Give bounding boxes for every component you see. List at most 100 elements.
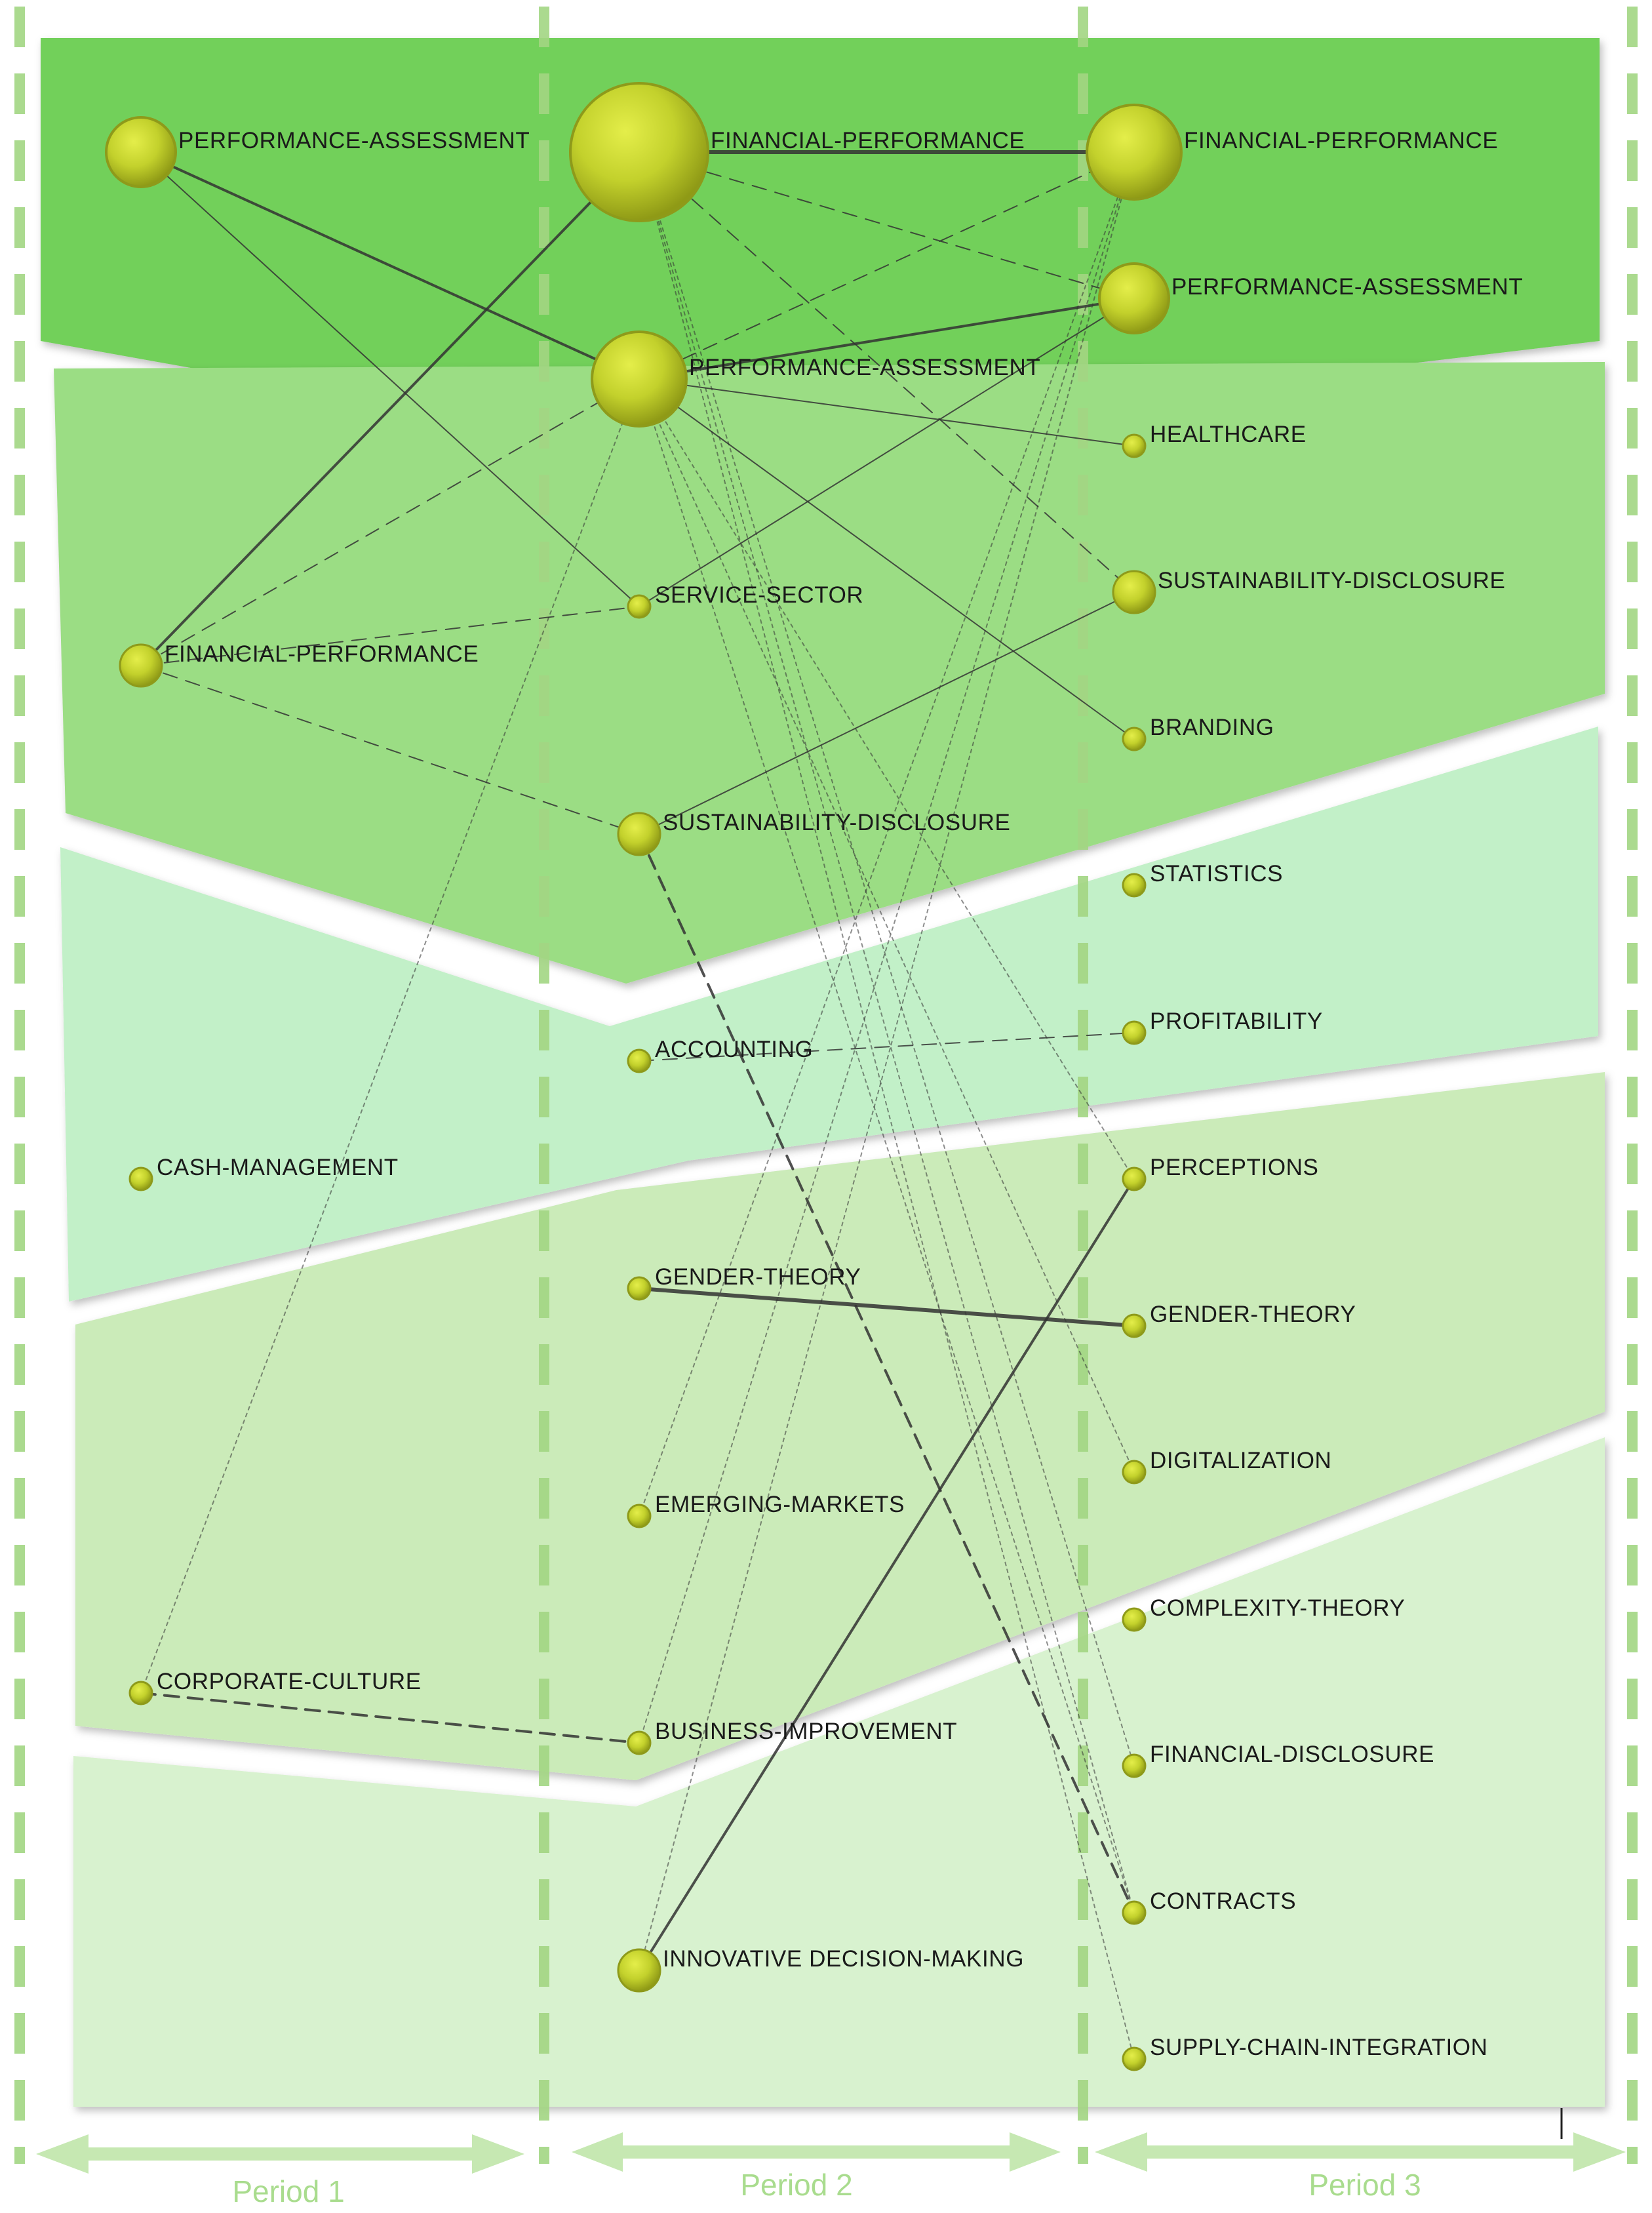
- node-p2-performance-assessment[interactable]: PERFORMANCE-ASSESSMENT: [591, 330, 1040, 428]
- edge-p1-performance-assessment-to-p2-performance-assessment: [140, 151, 640, 380]
- edge-p2-financial-performance-to-p3-performance-assessment: [639, 151, 1135, 299]
- node-bubble-p3-gender-theory[interactable]: [1122, 1313, 1147, 1338]
- node-bubble-p2-service-sector[interactable]: [627, 594, 652, 619]
- node-bubble-p3-performance-assessment[interactable]: [1098, 262, 1170, 334]
- node-p3-supply-chain-integration[interactable]: SUPPLY-CHAIN-INTEGRATION: [1122, 2035, 1488, 2071]
- period-1-label: Period 1: [232, 2174, 344, 2208]
- node-p3-branding[interactable]: BRANDING: [1122, 715, 1274, 751]
- edge-p1-financial-performance-to-p2-service-sector: [140, 606, 640, 666]
- node-p2-sustainability-disclosure[interactable]: SUSTAINABILITY-DISCLOSURE: [617, 810, 1010, 856]
- edge-p1-corporate-culture-to-p2-performance-assessment: [140, 378, 640, 1694]
- node-p1-performance-assessment[interactable]: PERFORMANCE-ASSESSMENT: [105, 116, 530, 188]
- node-label-p3-financial-disclosure: FINANCIAL-DISCLOSURE: [1150, 1742, 1434, 1767]
- node-p3-digitalization[interactable]: DIGITALIZATION: [1122, 1448, 1331, 1485]
- node-bubble-p2-innovative-decision-making[interactable]: [617, 1948, 661, 1993]
- node-label-p3-gender-theory: GENDER-THEORY: [1150, 1302, 1356, 1327]
- node-layer: PERFORMANCE-ASSESSMENT FINANCIAL-PERFORMA…: [105, 82, 1523, 2071]
- node-p2-business-improvement[interactable]: BUSINESS-IMPROVEMENT: [627, 1719, 957, 1755]
- node-bubble-p1-performance-assessment[interactable]: [105, 116, 177, 188]
- node-bubble-p3-branding[interactable]: [1122, 727, 1147, 751]
- node-bubble-p3-financial-disclosure[interactable]: [1122, 1753, 1147, 1778]
- node-bubble-p3-sustainability-disclosure[interactable]: [1112, 570, 1156, 614]
- node-label-p1-performance-assessment: PERFORMANCE-ASSESSMENT: [178, 128, 530, 153]
- node-label-p3-contracts: CONTRACTS: [1150, 1888, 1296, 1914]
- edge-p2-performance-assessment-to-p3-contracts: [639, 378, 1135, 1913]
- node-p2-service-sector[interactable]: SERVICE-SECTOR: [627, 582, 863, 619]
- node-p3-contracts[interactable]: CONTRACTS: [1122, 1888, 1296, 1925]
- node-p1-corporate-culture[interactable]: CORPORATE-CULTURE: [128, 1669, 422, 1705]
- node-label-p3-profitability: PROFITABILITY: [1150, 1008, 1323, 1034]
- node-p3-perceptions[interactable]: PERCEPTIONS: [1122, 1155, 1318, 1191]
- node-bubble-p3-complexity-theory[interactable]: [1122, 1607, 1147, 1632]
- node-p2-financial-performance[interactable]: FINANCIAL-PERFORMANCE: [569, 82, 1025, 222]
- node-bubble-p1-financial-performance[interactable]: [119, 643, 163, 688]
- node-bubble-p2-accounting[interactable]: [627, 1048, 652, 1073]
- node-p3-statistics[interactable]: STATISTICS: [1122, 861, 1283, 898]
- node-bubble-p3-financial-performance[interactable]: [1086, 104, 1183, 201]
- period-2-arrow: Period 2: [572, 2132, 1061, 2202]
- node-bubble-p2-financial-performance[interactable]: [569, 82, 709, 222]
- node-bubble-p2-gender-theory[interactable]: [627, 1276, 652, 1301]
- edge-p2-financial-performance-to-p3-contracts: [639, 151, 1135, 1913]
- node-bubble-p3-supply-chain-integration[interactable]: [1122, 2046, 1147, 2071]
- period-dividers: [14, 7, 1638, 2164]
- edge-p1-financial-performance-to-p2-performance-assessment: [140, 378, 640, 666]
- node-p3-gender-theory[interactable]: GENDER-THEORY: [1122, 1302, 1356, 1338]
- cluster-band-4: [75, 1072, 1605, 1780]
- period-axis: Period 1 Period 2 Period 3: [36, 2108, 1626, 2208]
- node-label-p3-digitalization: DIGITALIZATION: [1150, 1448, 1331, 1473]
- node-p2-gender-theory[interactable]: GENDER-THEORY: [627, 1264, 861, 1301]
- edge-p1-financial-performance-to-p2-sustainability-disclosure: [140, 665, 640, 835]
- node-label-p3-complexity-theory: COMPLEXITY-THEORY: [1150, 1595, 1405, 1621]
- node-p3-sustainability-disclosure[interactable]: SUSTAINABILITY-DISCLOSURE: [1112, 568, 1505, 614]
- node-label-p2-emerging-markets: EMERGING-MARKETS: [655, 1492, 905, 1517]
- node-label-p1-cash-management: CASH-MANAGEMENT: [157, 1155, 399, 1180]
- edge-p2-performance-assessment-to-p3-healthcare: [639, 378, 1135, 447]
- node-bubble-p2-performance-assessment[interactable]: [591, 330, 688, 428]
- node-p3-financial-performance[interactable]: FINANCIAL-PERFORMANCE: [1086, 104, 1498, 201]
- node-p2-emerging-markets[interactable]: EMERGING-MARKETS: [627, 1492, 905, 1528]
- node-bubble-p3-healthcare[interactable]: [1122, 433, 1147, 458]
- edge-p2-innovative-decision-making-to-p3-perceptions: [638, 1178, 1135, 1972]
- cluster-band-5: [73, 1437, 1605, 2107]
- node-p2-innovative-decision-making[interactable]: INNOVATIVE DECISION-MAKING: [617, 1946, 1024, 1993]
- node-bubble-p2-sustainability-disclosure[interactable]: [617, 812, 661, 856]
- node-bubble-p3-perceptions[interactable]: [1122, 1166, 1147, 1191]
- period-1-arrow: Period 1: [36, 2134, 524, 2208]
- node-p3-complexity-theory[interactable]: COMPLEXITY-THEORY: [1122, 1595, 1405, 1632]
- period-3-label: Period 3: [1308, 2168, 1421, 2202]
- edge-p2-performance-assessment-to-p3-performance-assessment: [638, 297, 1135, 380]
- node-bubble-p3-statistics[interactable]: [1122, 873, 1147, 898]
- node-label-p3-branding: BRANDING: [1150, 715, 1274, 740]
- node-label-p2-gender-theory: GENDER-THEORY: [655, 1264, 861, 1290]
- node-label-p2-innovative-decision-making: INNOVATIVE DECISION-MAKING: [663, 1946, 1024, 1972]
- edge-p2-service-sector-to-p3-performance-assessment: [639, 298, 1135, 607]
- node-bubble-p3-profitability[interactable]: [1122, 1020, 1147, 1045]
- cluster-band-1: [41, 38, 1600, 452]
- node-p3-financial-disclosure[interactable]: FINANCIAL-DISCLOSURE: [1122, 1742, 1434, 1778]
- node-p3-performance-assessment[interactable]: PERFORMANCE-ASSESSMENT: [1098, 262, 1523, 334]
- edge-p2-accounting-to-p3-profitability: [639, 1032, 1135, 1062]
- node-bubble-p3-digitalization[interactable]: [1122, 1460, 1147, 1485]
- node-label-p3-financial-performance: FINANCIAL-PERFORMANCE: [1184, 128, 1498, 153]
- node-bubble-p3-contracts[interactable]: [1122, 1900, 1147, 1925]
- cluster-band-2: [54, 362, 1605, 984]
- edge-p2-financial-performance-to-p3-supply-chain-integration: [639, 151, 1135, 2060]
- edge-p2-emerging-markets-to-p3-financial-performance: [639, 151, 1135, 1517]
- node-p2-accounting[interactable]: ACCOUNTING: [627, 1037, 813, 1073]
- node-bubble-p1-corporate-culture[interactable]: [128, 1681, 153, 1705]
- node-label-p3-sustainability-disclosure: SUSTAINABILITY-DISCLOSURE: [1158, 568, 1505, 593]
- cluster-bands: [41, 38, 1605, 2107]
- node-bubble-p2-business-improvement[interactable]: [627, 1730, 652, 1755]
- node-bubble-p1-cash-management[interactable]: [128, 1166, 153, 1191]
- node-p1-cash-management[interactable]: CASH-MANAGEMENT: [128, 1155, 399, 1191]
- node-label-p2-accounting: ACCOUNTING: [655, 1037, 813, 1062]
- node-p1-financial-performance[interactable]: FINANCIAL-PERFORMANCE: [119, 641, 479, 688]
- node-p3-healthcare[interactable]: HEALTHCARE: [1122, 422, 1307, 458]
- node-bubble-p2-emerging-markets[interactable]: [627, 1504, 652, 1528]
- node-p3-profitability[interactable]: PROFITABILITY: [1122, 1008, 1323, 1045]
- node-label-p2-financial-performance: FINANCIAL-PERFORMANCE: [711, 128, 1025, 153]
- period-3-arrow: Period 3: [1095, 2132, 1626, 2202]
- node-label-p3-supply-chain-integration: SUPPLY-CHAIN-INTEGRATION: [1150, 2035, 1488, 2060]
